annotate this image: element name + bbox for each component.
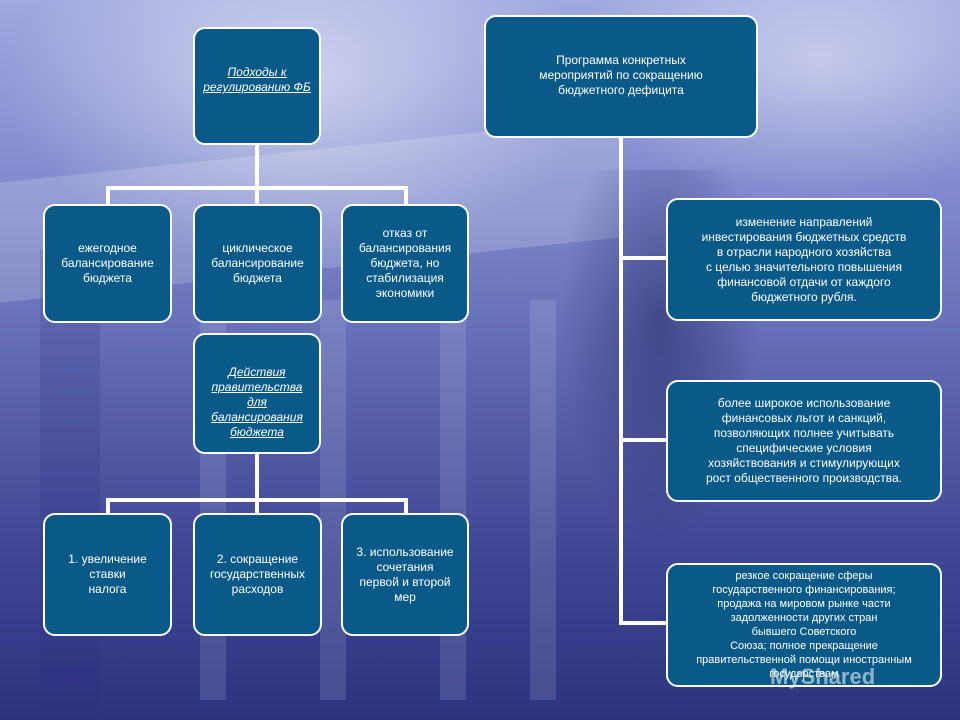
approach-box-annual: ежегодное балансирование бюджета — [43, 204, 172, 323]
program-item-label: резкое сокращение сферы государственного… — [696, 570, 912, 680]
program-root-label: Программа конкретных мероприятий по сокр… — [539, 53, 703, 97]
approach-label: отказ от балансирования бюджета, но стаб… — [358, 226, 452, 300]
approach-box-stabilization: отказ от балансирования бюджета, но стаб… — [341, 204, 469, 323]
program-item-box-incentives: более широкое использование финансовых л… — [666, 380, 942, 502]
background-shade — [40, 250, 100, 720]
approaches-root-label: Подходы к регулированию ФБ — [203, 65, 311, 94]
program-item-box-investment: изменение направлений инвестирования бюд… — [666, 198, 942, 321]
program-item-label: более широкое использование финансовых л… — [705, 396, 903, 485]
program-root-box: Программа конкретных мероприятий по сокр… — [484, 15, 758, 138]
action-label: 1. увеличение ставки налога — [68, 552, 147, 596]
actions-root-label: Действия правительства для балансировани… — [211, 365, 303, 439]
program-item-label: изменение направлений инвестирования бюд… — [701, 214, 907, 304]
program-item-box-cuts: резкое сокращение сферы государственного… — [666, 563, 942, 687]
watermark-text: MyShared — [770, 664, 876, 689]
approaches-root-box: Подходы к регулированию ФБ — [193, 27, 321, 145]
action-box-tax-increase: 1. увеличение ставки налога — [43, 513, 172, 636]
approach-box-cyclical: циклическое балансирование бюджета — [193, 204, 322, 323]
background-pillar — [530, 300, 556, 700]
action-box-spending-cut: 2. сокращение государственных расходов — [193, 513, 322, 636]
actions-root-box: Действия правительства для балансировани… — [193, 333, 321, 454]
action-label: 3. использование сочетания первой и втор… — [356, 544, 454, 604]
approach-label: циклическое балансирование бюджета — [211, 241, 304, 285]
action-box-combination: 3. использование сочетания первой и втор… — [341, 513, 469, 636]
action-label: 2. сокращение государственных расходов — [209, 552, 306, 596]
approach-label: ежегодное балансирование бюджета — [61, 241, 154, 285]
